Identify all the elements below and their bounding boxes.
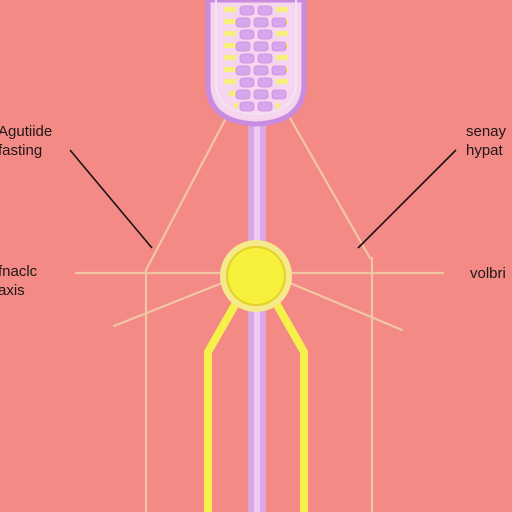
branch-upper-left xyxy=(144,116,228,272)
label-top-right-line1: senay xyxy=(466,123,507,140)
vessel-cell xyxy=(271,17,287,28)
vessel-cell xyxy=(239,29,255,40)
label-mid-left-line1: fnaclc xyxy=(0,263,38,280)
vessel-rung xyxy=(224,19,236,24)
vessel-cell xyxy=(253,65,269,76)
central-node xyxy=(220,240,292,312)
label-mid-right-line1: volbri xyxy=(470,265,506,282)
vessel-cell xyxy=(239,101,255,112)
vessel-cell xyxy=(271,41,287,52)
leader-line-left xyxy=(69,149,153,249)
vessel-rung xyxy=(276,103,280,108)
leader-line-right xyxy=(357,149,457,249)
vessel-rung xyxy=(224,67,236,72)
branch-diagonal-right xyxy=(288,281,404,332)
vessel-cell xyxy=(235,65,251,76)
label-top-left: Agutiide fasting xyxy=(0,122,52,160)
label-mid-right: volbri xyxy=(470,264,506,283)
label-top-right: senay hypat xyxy=(466,122,506,160)
vessel-cell xyxy=(253,41,269,52)
vessel-rung xyxy=(234,103,238,108)
vessel-rung xyxy=(276,55,288,60)
branch-diagonal-left xyxy=(112,281,224,328)
vessel-cell xyxy=(235,41,251,52)
vessel-cell xyxy=(235,89,251,100)
vessel-cell xyxy=(239,5,255,16)
vessel-rung xyxy=(224,7,236,12)
leader-lines xyxy=(69,149,457,249)
branch-upper-right xyxy=(288,116,372,260)
label-mid-left-line2: axis xyxy=(0,282,25,299)
label-top-right-line2: hypat xyxy=(466,142,503,159)
vessel-cell xyxy=(271,89,287,100)
vessel xyxy=(205,0,307,127)
vessel-rung xyxy=(224,79,236,84)
vessel-cell xyxy=(257,53,273,64)
vessel-cell xyxy=(253,89,269,100)
vessel-cell xyxy=(253,17,269,28)
vessel-rung xyxy=(276,79,288,84)
vessel-rung xyxy=(224,43,236,48)
vessel-cell xyxy=(239,53,255,64)
vessel-cell xyxy=(257,5,273,16)
vessel-cell xyxy=(239,77,255,88)
vessel-rung xyxy=(224,31,236,36)
label-top-left-line2: fasting xyxy=(0,142,43,159)
label-mid-left: fnaclc axis xyxy=(0,262,37,300)
vessel-cells xyxy=(224,5,288,112)
vessel-cell xyxy=(271,65,287,76)
yellow-fork xyxy=(204,292,308,512)
vessel-rung xyxy=(229,91,236,96)
vessel-cell xyxy=(257,77,273,88)
vessel-rung xyxy=(276,7,288,12)
vessel-rung xyxy=(224,55,236,60)
vessel-cell xyxy=(257,101,273,112)
vessel-rung xyxy=(276,31,288,36)
vessel-cell xyxy=(257,29,273,40)
vessel-cell xyxy=(235,17,251,28)
label-top-left-line1: Agutiide xyxy=(0,123,53,140)
